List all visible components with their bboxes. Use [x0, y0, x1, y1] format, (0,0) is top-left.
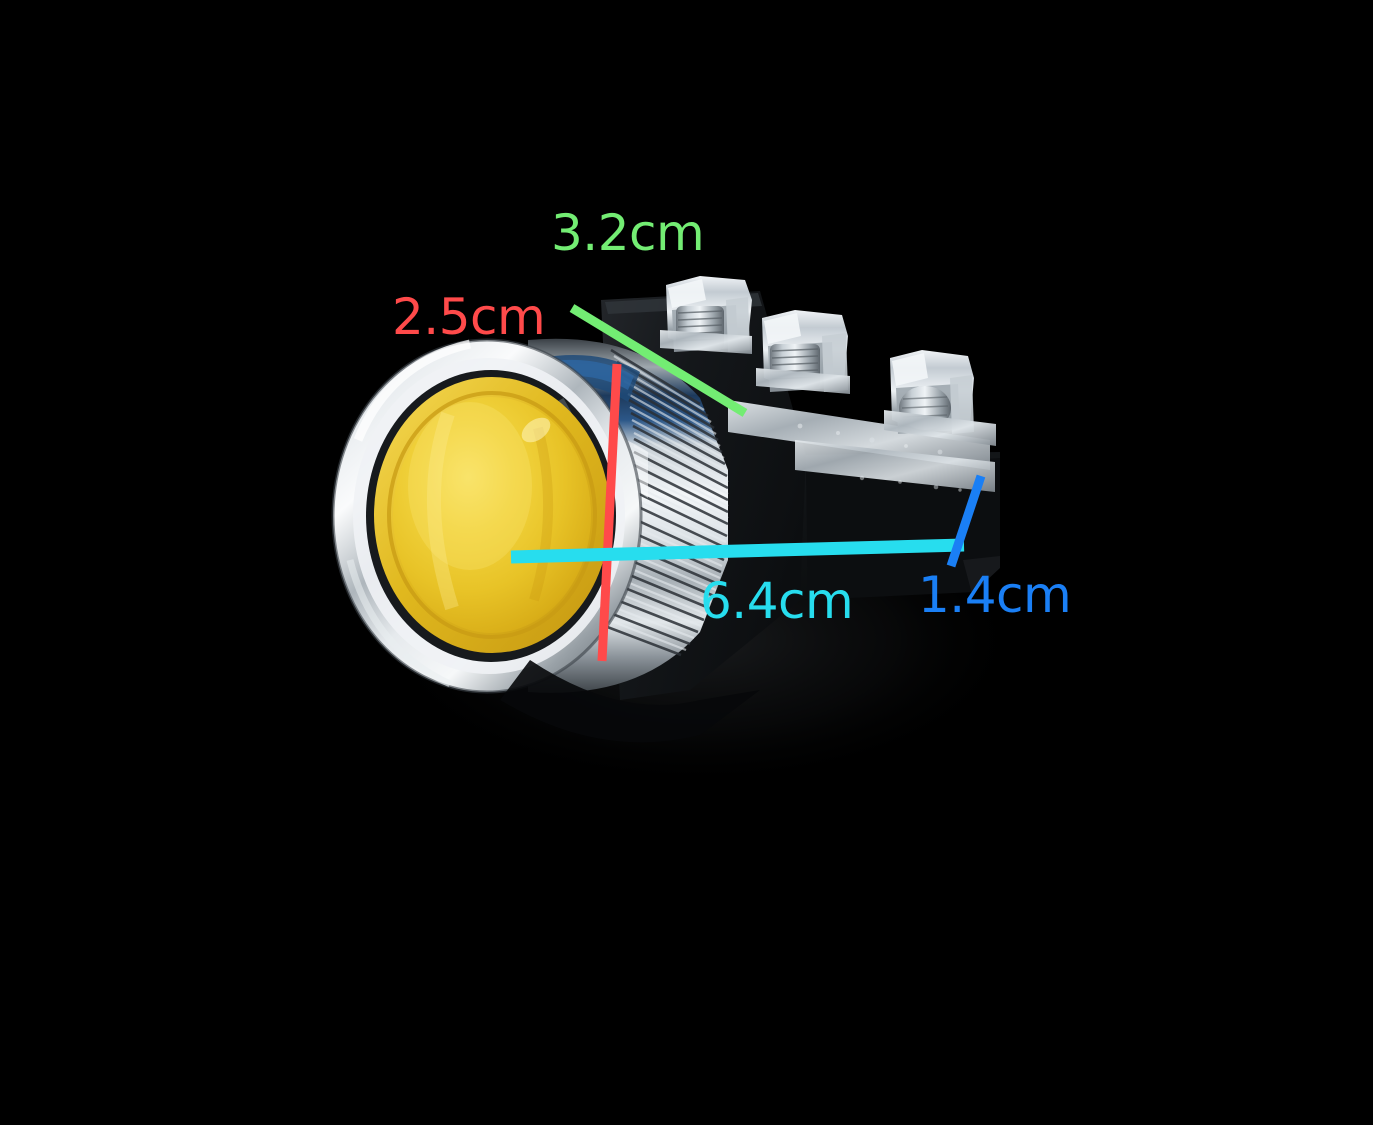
- screw-terminal-3: [884, 350, 996, 446]
- terminal-3-base: [884, 410, 996, 446]
- rail-texture: [797, 423, 962, 492]
- terminal-rail-upper: [728, 400, 990, 470]
- terminal-rails: [728, 400, 995, 492]
- cap-groove: [387, 391, 597, 639]
- screw-terminal-1: [660, 276, 752, 354]
- screw-terminal-2: [756, 310, 850, 394]
- terminal-rail-lower: [795, 440, 995, 492]
- terminal-2-highlight: [764, 313, 801, 344]
- cap-specular-left: [426, 411, 459, 611]
- cap-face[interactable]: [393, 397, 591, 633]
- barrel-bottom-shadow: [500, 660, 760, 743]
- dimension-label-height: 2.5cm: [392, 288, 546, 346]
- cap-shade-right: [529, 426, 554, 602]
- terminal-1-highlight: [668, 279, 706, 308]
- dimension-label-depth: 3.2cm: [551, 204, 705, 262]
- bezel-highlight-top: [353, 339, 471, 442]
- terminal-3-highlight: [892, 353, 928, 386]
- dimension-label-width: 1.4cm: [918, 566, 1072, 624]
- bezel-outline: [331, 338, 643, 694]
- yellow-button-cap[interactable]: [374, 377, 610, 653]
- cap-hotspot: [521, 417, 551, 443]
- bezel-highlight-bottom: [346, 559, 452, 688]
- cap-lens-glow: [408, 402, 532, 570]
- dimension-label-length: 6.4cm: [700, 572, 854, 630]
- terminal-2-base: [756, 368, 850, 394]
